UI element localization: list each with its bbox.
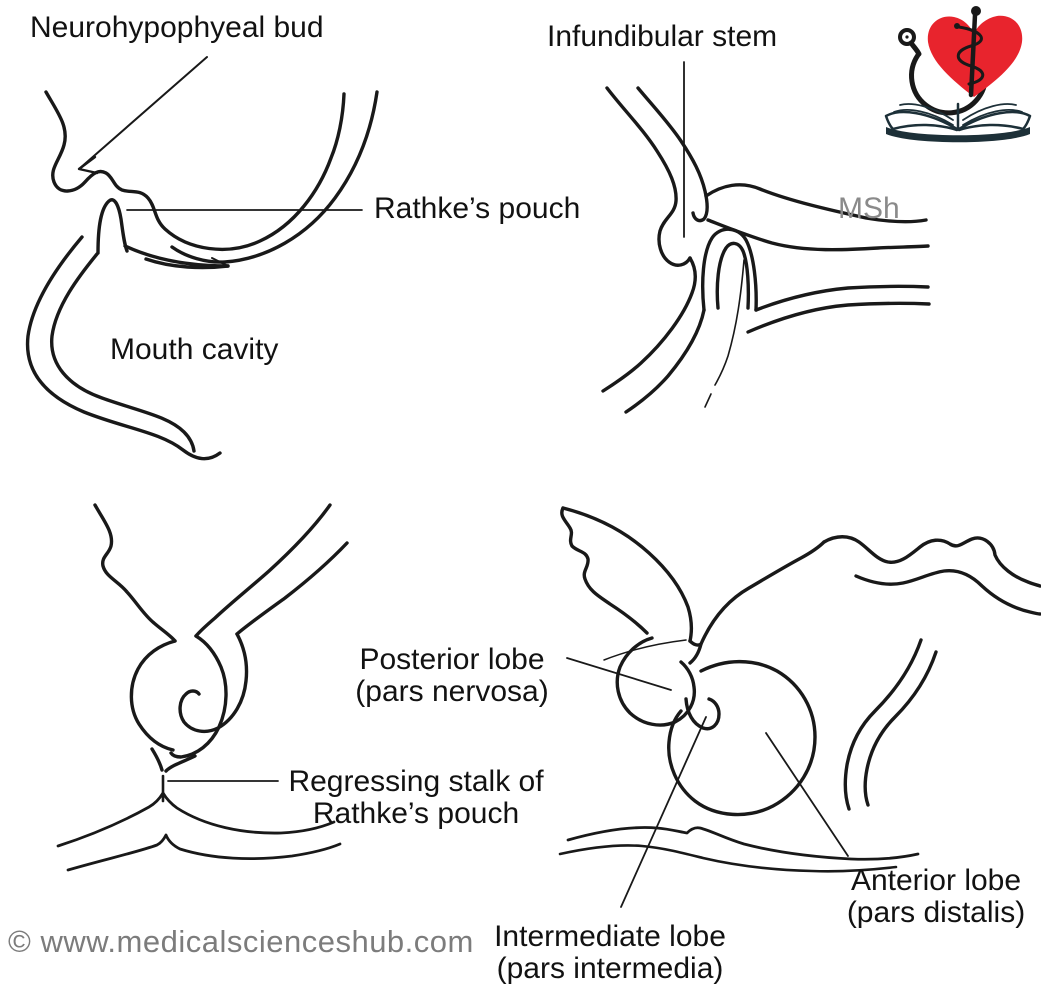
label-anterior-lobe: Anterior lobe (pars distalis) — [831, 865, 1041, 929]
dorsal-band-inner — [854, 568, 1041, 616]
sphenoid-roof-lower-wave — [558, 844, 898, 873]
funnel-right-side — [164, 754, 197, 773]
infundibulum-right-wall — [636, 86, 709, 223]
brain-left-edge — [93, 503, 177, 643]
label-anterior-lobe-line2: (pars distalis) — [846, 896, 1026, 929]
intermediate-lobe-leader-line — [620, 716, 707, 908]
neural-floor-and-bud-line — [44, 90, 346, 252]
open-book-left-cover — [884, 110, 959, 132]
copyright-text: © www.medicalscienceshub.com — [8, 924, 474, 959]
label-anterior-lobe-line1: Anterior lobe — [850, 864, 1022, 897]
label-neurohypophyeal-bud: Neurohypophyeal bud — [30, 11, 324, 44]
label-posterior-lobe-line1: Posterior lobe — [359, 643, 545, 676]
rod-of-asclepius-icon — [968, 12, 978, 98]
label-rathkes-pouch: Rathke’s pouch — [374, 192, 581, 225]
diencephalon-outer-arc — [170, 90, 379, 264]
brain-floor-tube-lower — [706, 218, 930, 252]
hypothalamus-top-edge — [561, 506, 694, 643]
stage1-drawing — [25, 56, 379, 461]
label-infundibular-stem: Infundibular stem — [547, 20, 778, 53]
funnel-left-side — [150, 747, 164, 772]
open-book-left-pages — [893, 103, 954, 126]
neuro-bud-leader-arrowhead — [77, 155, 99, 175]
lower-left-limb-outer — [601, 256, 697, 393]
brain-right-edge-inner — [235, 541, 349, 636]
pouch-wrap-lumen — [178, 632, 249, 734]
thin-basal-arc — [603, 639, 687, 661]
mouth-roof-lower-wave — [66, 833, 342, 872]
anterior-lobe-outline — [667, 659, 817, 817]
infundibulum-left-wall — [605, 86, 692, 267]
rathkes-pouch-finger — [96, 198, 129, 255]
asclepius-snake — [956, 25, 985, 86]
medical-sciences-hub-logo — [884, 6, 1032, 143]
anterior-lobe-leader-line — [765, 732, 849, 857]
mouth-cavity-inner-wall — [50, 252, 196, 453]
watermark-msh: MSh — [838, 192, 900, 225]
label-intermediate-lobe-line2: (pars intermedia) — [496, 952, 724, 985]
dorsal-band-top — [822, 535, 1041, 588]
posterior-lobe-outline — [615, 636, 697, 727]
posterior-lobe-leader-line — [566, 657, 672, 691]
label-posterior-lobe: Posterior lobe (pars nervosa) — [338, 644, 566, 708]
hypothalamus-jagged-edge — [560, 506, 649, 635]
open-book-right-cover — [957, 110, 1032, 132]
mouth-cavity-outer-wall — [25, 235, 222, 461]
asclepius-snake-head — [954, 23, 960, 29]
label-regressing-stalk-line1: Regressing stalk of — [288, 765, 544, 798]
neuro-bud-leader-line — [78, 56, 208, 170]
posterior-hook-inner — [863, 650, 938, 807]
open-book-right-pages — [962, 103, 1023, 126]
label-mouth-cavity: Mouth cavity — [110, 333, 279, 366]
stage4-drawing — [558, 506, 1041, 908]
thin-remnant-line — [714, 259, 745, 386]
stage2-drawing — [601, 61, 931, 414]
stethoscope-earpiece-icon — [898, 28, 916, 46]
intermediate-lobe-bump — [684, 697, 721, 731]
brain-right-edge-outer — [194, 503, 332, 638]
label-intermediate-lobe: Intermediate lobe (pars intermedia) — [490, 921, 730, 985]
lower-left-limb-inner — [624, 308, 706, 414]
thin-remnant-tick — [704, 393, 712, 408]
mouth-roof-upper-wave — [56, 791, 336, 848]
stage3-drawing — [56, 503, 349, 872]
pharynx-roof-upper-line — [754, 284, 930, 312]
stalk-notch-and-rise — [688, 540, 826, 647]
label-regressing-stalk: Regressing stalk of Rathke’s pouch — [281, 766, 551, 830]
stethoscope-tube — [908, 40, 922, 57]
stomodeum-tip-flick — [211, 257, 229, 267]
stomodeum-roof-lower — [144, 257, 230, 270]
sphenoid-roof-upper-wave — [566, 826, 920, 861]
posterior-hook-outer — [843, 638, 923, 811]
label-posterior-lobe-line2: (pars nervosa) — [355, 675, 549, 708]
open-book-base — [886, 127, 1030, 143]
pouch-wrap-outer — [169, 634, 228, 759]
label-regressing-stalk-line2: Rathke’s pouch — [312, 797, 520, 830]
brain-floor-tube-upper — [704, 183, 928, 224]
pharynx-roof-lower-line — [746, 301, 931, 334]
stalk-right-wall — [688, 642, 703, 665]
rathkes-pouch-lumen — [715, 241, 751, 310]
posterior-lobe-left-bulge — [129, 639, 177, 752]
stethoscope-earpiece-dot — [905, 35, 909, 39]
label-intermediate-lobe-line1: Intermediate lobe — [494, 920, 726, 953]
